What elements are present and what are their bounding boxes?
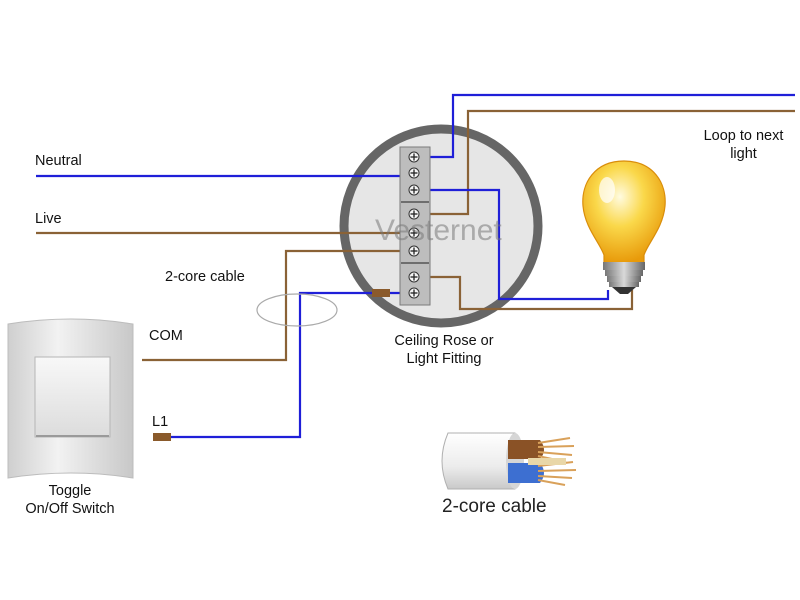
two-core-cable-icon	[441, 432, 577, 490]
ceiling-rose-label-line1: Ceiling Rose or	[394, 333, 494, 349]
switch-label: Toggle On/Off Switch	[10, 482, 130, 518]
two-core-cable-label: 2-core cable	[165, 269, 245, 285]
ceiling-rose	[339, 124, 543, 328]
sleeve-marker	[372, 289, 390, 297]
l1-label: L1	[152, 414, 169, 430]
terminal-screw-icon	[408, 287, 420, 299]
cable-grouping-ring	[256, 293, 338, 327]
terminal-screw-icon	[408, 151, 420, 163]
cable-caption: 2-core cable	[442, 496, 547, 517]
switch-label-line1: Toggle	[48, 483, 92, 499]
neutral-label: Neutral	[35, 153, 82, 169]
live-label: Live	[35, 211, 62, 227]
ceiling-rose-label-line2: Light Fitting	[406, 351, 482, 367]
terminal-screw-icon	[408, 227, 420, 239]
terminal-screw-icon	[408, 245, 420, 257]
l1-sleeve-marker	[153, 433, 171, 441]
lamp-neutral-wire	[429, 188, 610, 301]
com-wire	[142, 249, 402, 362]
watermark: Vesternet	[375, 214, 502, 247]
terminal-block	[399, 146, 431, 306]
loop-label-line2: light	[730, 146, 757, 162]
switch-label-line2: On/Off Switch	[25, 501, 115, 517]
com-label: COM	[149, 328, 183, 344]
loop-label: Loop to next light	[691, 127, 796, 163]
lamp-live-wire	[429, 275, 634, 311]
terminal-screw-icon	[408, 208, 420, 220]
neutral-loop-wire	[429, 93, 795, 159]
wires	[36, 93, 795, 439]
live-loop-wire	[429, 109, 795, 216]
l1-wire	[170, 291, 402, 439]
loop-label-line1: Loop to next	[703, 128, 784, 144]
terminal-screw-icon	[408, 184, 420, 196]
light-bulb-icon	[582, 160, 666, 294]
toggle-switch-icon	[7, 318, 134, 479]
terminal-screw-icon	[408, 167, 420, 179]
ceiling-rose-label: Ceiling Rose or Light Fitting	[380, 332, 508, 368]
terminal-screw-icon	[408, 271, 420, 283]
